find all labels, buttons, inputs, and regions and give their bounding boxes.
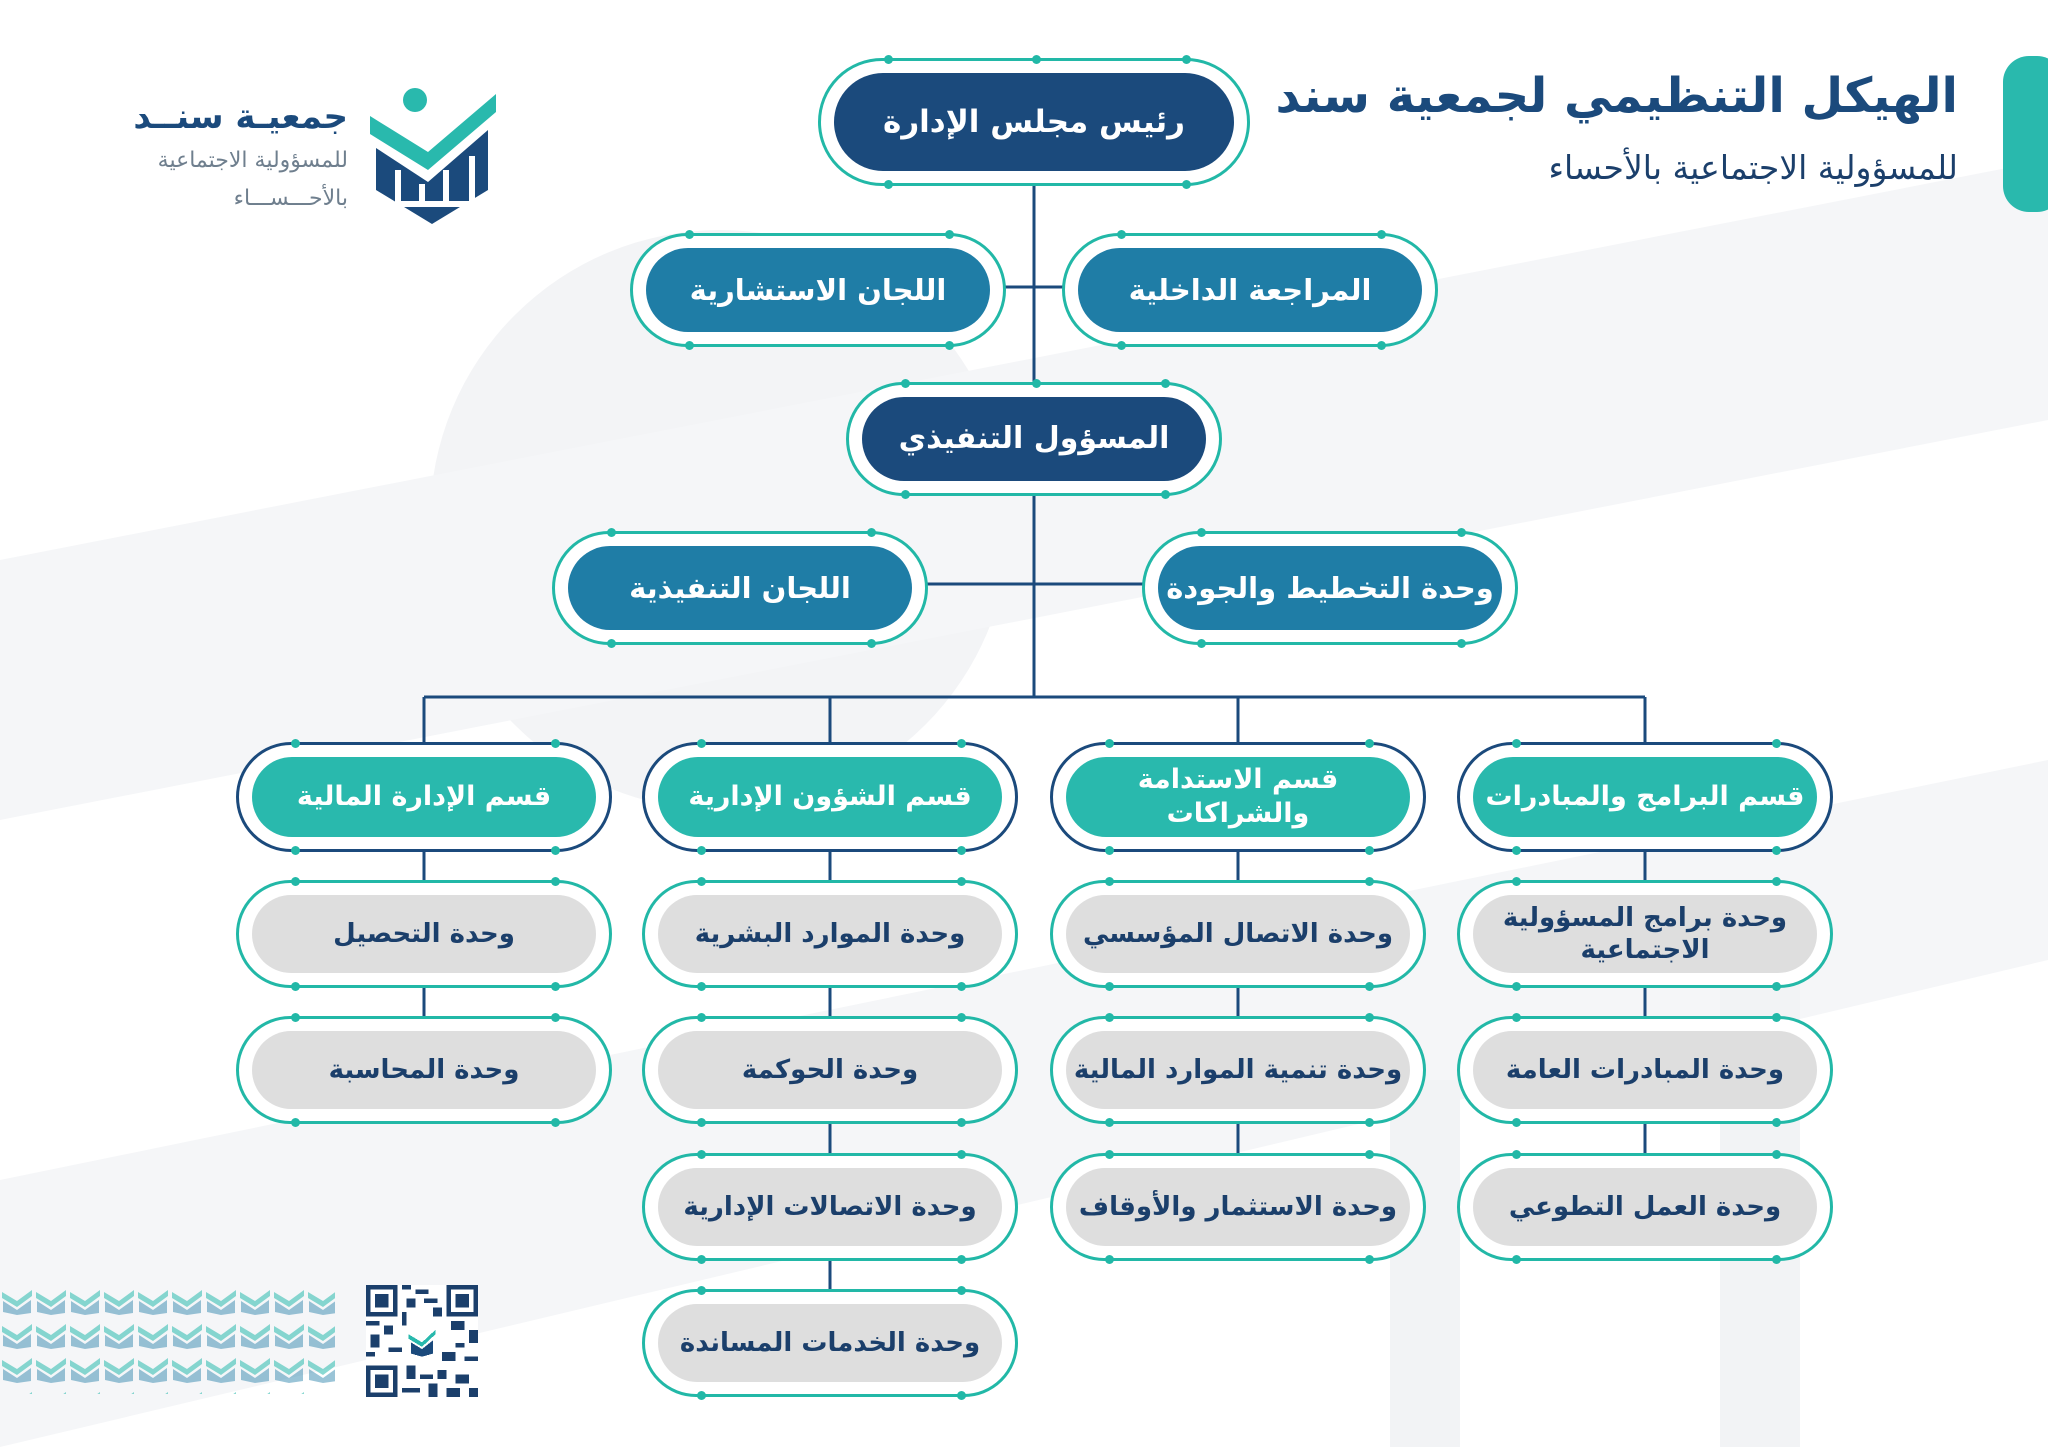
department-node: قسم الإدارة المالية — [236, 739, 612, 855]
logo-name: جمعيـة سنــد — [133, 97, 348, 137]
unit-node: وحدة الاستثمار والأوقاف — [1050, 1150, 1426, 1264]
advisory-committees-node: اللجان الاستشارية — [630, 230, 1006, 350]
department-label: قسم الإدارة المالية — [252, 757, 596, 837]
executive-officer-label: المسؤول التنفيذي — [862, 397, 1206, 481]
planning-quality-unit-node: وحدة التخطيط والجودة — [1142, 528, 1518, 648]
unit-node: وحدة التحصيل — [236, 877, 612, 991]
department-label: قسم البرامج والمبادرات — [1473, 757, 1817, 837]
unit-label: وحدة برامج المسؤولية الاجتماعية — [1473, 895, 1817, 973]
unit-label: وحدة العمل التطوعي — [1473, 1168, 1817, 1246]
planning-quality-unit-label: وحدة التخطيط والجودة — [1158, 546, 1502, 630]
board-chair-node: رئيس مجلس الإدارة — [818, 55, 1250, 189]
unit-label: وحدة المحاسبة — [252, 1031, 596, 1109]
executive-committees-label: اللجان التنفيذية — [568, 546, 912, 630]
unit-node: وحدة الحوكمة — [642, 1013, 1018, 1127]
department-node: قسم الشؤون الإدارية — [642, 739, 1018, 855]
unit-label: وحدة الاستثمار والأوقاف — [1066, 1168, 1410, 1246]
department-node: قسم الاستدامة والشراكات — [1050, 739, 1426, 855]
logo-tagline: للمسؤولية الاجتماعية — [157, 148, 348, 173]
decorative-pattern — [0, 1282, 335, 1394]
department-node: قسم البرامج والمبادرات — [1457, 739, 1833, 855]
unit-node: وحدة الخدمات المساندة — [642, 1286, 1018, 1400]
internal-audit-node: المراجعة الداخلية — [1062, 230, 1438, 350]
unit-label: وحدة الخدمات المساندة — [658, 1304, 1002, 1382]
executive-committees-node: اللجان التنفيذية — [552, 528, 928, 648]
board-chair-label: رئيس مجلس الإدارة — [834, 73, 1234, 171]
sanad-logo-mark — [370, 88, 496, 224]
department-label: قسم الاستدامة والشراكات — [1066, 757, 1410, 837]
unit-label: وحدة الموارد البشرية — [658, 895, 1002, 973]
unit-label: وحدة التحصيل — [252, 895, 596, 973]
unit-node: وحدة تنمية الموارد المالية — [1050, 1013, 1426, 1127]
unit-node: وحدة المبادرات العامة — [1457, 1013, 1833, 1127]
unit-label: وحدة الحوكمة — [658, 1031, 1002, 1109]
qr-code — [366, 1285, 478, 1397]
advisory-committees-label: اللجان الاستشارية — [646, 248, 990, 332]
unit-node: وحدة الموارد البشرية — [642, 877, 1018, 991]
logo-location: بالأحـــســـاء — [233, 186, 348, 211]
unit-node: وحدة الاتصال المؤسسي — [1050, 877, 1426, 991]
unit-label: وحدة تنمية الموارد المالية — [1066, 1031, 1410, 1109]
unit-node: وحدة العمل التطوعي — [1457, 1150, 1833, 1264]
internal-audit-label: المراجعة الداخلية — [1078, 248, 1422, 332]
unit-node: وحدة المحاسبة — [236, 1013, 612, 1127]
corner-tab — [2003, 56, 2048, 212]
unit-label: وحدة الاتصال المؤسسي — [1066, 895, 1410, 973]
page-subtitle: للمسؤولية الاجتماعية بالأحساء — [1548, 148, 1958, 187]
page-title: الهيكل التنظيمي لجمعية سند — [1275, 68, 1958, 124]
department-label: قسم الشؤون الإدارية — [658, 757, 1002, 837]
unit-label: وحدة الاتصالات الإدارية — [658, 1168, 1002, 1246]
unit-label: وحدة المبادرات العامة — [1473, 1031, 1817, 1109]
unit-node: وحدة الاتصالات الإدارية — [642, 1150, 1018, 1264]
executive-officer-node: المسؤول التنفيذي — [846, 379, 1222, 499]
unit-node: وحدة برامج المسؤولية الاجتماعية — [1457, 877, 1833, 991]
